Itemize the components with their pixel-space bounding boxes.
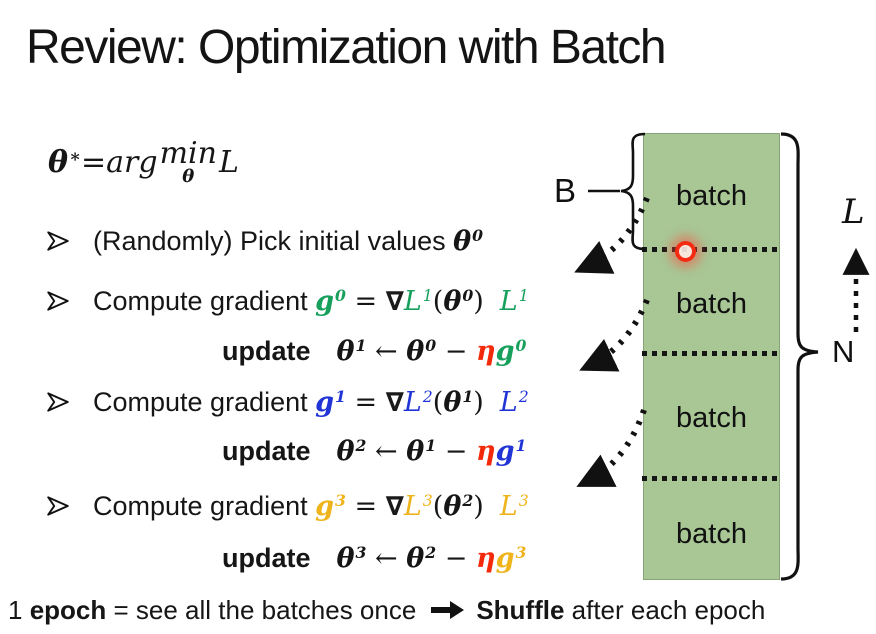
dotted-arrow-to-L2-icon bbox=[579, 298, 650, 372]
batch-size-label: B bbox=[554, 172, 577, 209]
right-arrow-icon bbox=[431, 601, 465, 619]
dataset-size-brace bbox=[780, 132, 819, 581]
batch-size-brace bbox=[620, 132, 646, 251]
arrowhead-right-icon bbox=[47, 291, 69, 311]
laser-pointer-dot bbox=[675, 241, 696, 262]
batch-separator-3 bbox=[642, 476, 781, 481]
arrowhead-right-icon bbox=[47, 392, 69, 412]
bullet-pick-initial: (Randomly) Pick initial values θ0 bbox=[45, 221, 483, 261]
epoch-definition-text: 1 epoch = see all the batches once bbox=[8, 594, 417, 625]
arrowhead-right-icon bbox=[47, 496, 69, 516]
dotted-arrow-to-L3-icon bbox=[576, 409, 647, 487]
dotted-arrow-to-L1-icon bbox=[574, 196, 650, 274]
slide-title: Review: Optimization with Batch bbox=[26, 21, 667, 74]
dataset-rectangle: batch batch batch batch bbox=[642, 133, 781, 580]
shuffle-text: Shuffle after each epoch bbox=[476, 594, 766, 625]
compute-gradient-1-text: Compute gradient g0 = ∇L1(θ0)L1 bbox=[93, 285, 529, 317]
batch-label-1: batch bbox=[676, 180, 747, 212]
pick-initial-text: (Randomly) Pick initial values θ0 bbox=[93, 225, 484, 257]
compute-gradient-2-text: Compute gradient g1 = ∇L2(θ1)L2 bbox=[93, 386, 529, 418]
bullet-compute-gradient-2: Compute gradient g1 = ∇L2(θ1)L2 bbox=[45, 382, 529, 422]
compute-gradient-3-text: Compute gradient g3 = ∇L3(θ2)L3 bbox=[93, 490, 529, 522]
bullet-compute-gradient-3: Compute gradient g3 = ∇L3(θ2)L3 bbox=[45, 486, 529, 526]
dataset-size-label: N bbox=[832, 334, 855, 369]
batch-separator-2 bbox=[642, 351, 781, 356]
batch-label-2: batch bbox=[676, 288, 747, 320]
bullet-compute-gradient-1: Compute gradient g0 = ∇L1(θ0)L1 bbox=[45, 281, 529, 321]
total-loss-label: L bbox=[842, 192, 865, 232]
batch-label-3: batch bbox=[676, 402, 747, 434]
epoch-footer: 1 epoch = see all the batches once Shuff… bbox=[8, 592, 765, 628]
batch-separator-1 bbox=[642, 247, 781, 252]
batch-label-4: batch bbox=[676, 518, 747, 550]
arrowhead-right-icon bbox=[47, 231, 69, 251]
